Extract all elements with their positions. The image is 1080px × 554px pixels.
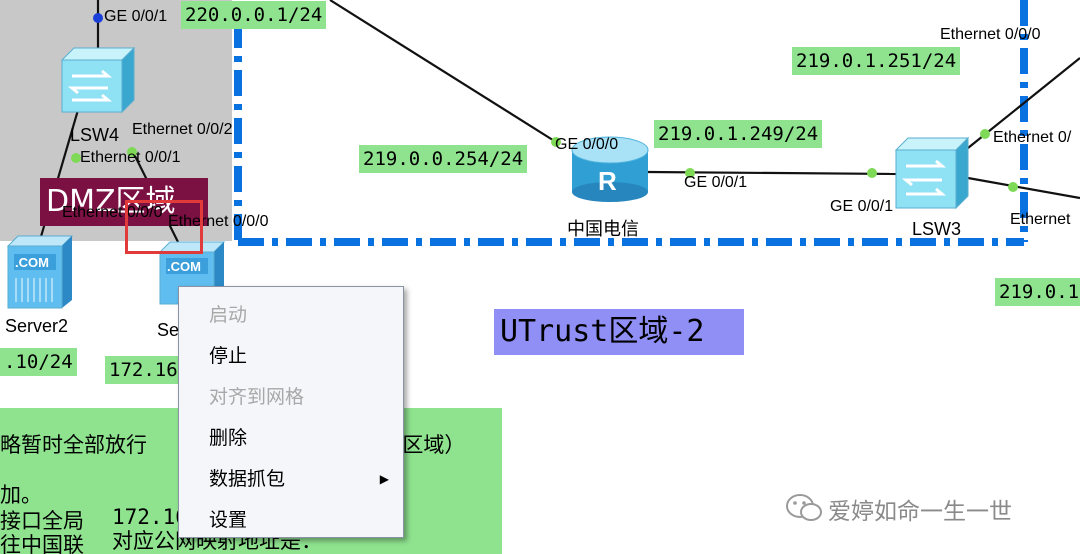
server-icon-label: .COM [15,255,49,270]
server-icon-server2: .COM [6,235,74,309]
svg-text:R: R [598,166,617,196]
ip-label[interactable]: 219.0.1.251/24 [792,47,961,75]
switch-icon-lsw4 [60,46,136,114]
interface-label: Ethernet 0/0/0 [940,26,1041,43]
interface-label: Ethernet 0/ [993,129,1072,146]
utrust-zone-border [234,0,1028,246]
port-dot [93,13,103,23]
menu-item-start[interactable]: 启动 [209,304,248,326]
ip-label[interactable]: .10/24 [0,348,77,376]
note-line: 接口全局 [0,509,84,533]
link-lsw3-right [967,176,1080,200]
utrust-zone-label[interactable]: UTrust区域-2 [494,309,744,355]
interface-label: Ethernet 0/0/0 [62,204,163,221]
menu-item-align-to-grid[interactable]: 对齐到网格 [209,386,305,408]
port-dot [551,137,561,147]
device-label-router: 中国电信 [567,219,639,239]
port-dot [1008,182,1018,192]
menu-item-stop[interactable]: 停止 [209,345,248,367]
server-icon-label: .COM [167,259,201,274]
interface-label: GE 0/0/1 [684,174,748,191]
note-line: 加。 [0,483,42,507]
menu-item-delete[interactable]: 删除 [209,427,248,449]
interface-label: Ethernet [1010,211,1071,228]
ip-label[interactable]: 172.16 [105,356,182,384]
context-menu: 启动 停止 对齐到网格 删除 数据抓包 ▶ 设置 [178,286,404,538]
interface-label: Ethernet 0/0/0 [168,213,269,230]
highlight-box [125,200,203,254]
note-line: 172.16 [112,505,188,529]
port-dot [867,168,877,178]
wechat-icon [786,494,822,521]
note-line: 略暂时全部放行 [0,433,147,457]
device-label-lsw3: LSW3 [912,219,962,239]
watermark-text: 爱婷如命一生一世 [828,499,1012,525]
port-dot [685,168,695,178]
interface-label: Ethernet 0/0/1 [80,149,181,166]
interface-label: GE 0/0/1 [104,8,168,25]
submenu-arrow-icon: ▶ [379,472,389,486]
port-dot [980,129,990,139]
menu-item-settings[interactable]: 设置 [209,509,248,531]
switch-icon-lsw3 [894,136,970,210]
port-dot [127,147,137,157]
port-dot [71,153,81,163]
menu-item-capture-label: 数据抓包 [209,468,286,490]
interface-label: GE 0/0/0 [555,136,619,153]
router-icon: R [571,136,649,202]
ip-label[interactable]: 220.0.0.1/24 [181,1,327,29]
menu-item-capture[interactable]: 数据抓包 ▶ [179,459,403,499]
device-label-server2: Server2 [5,316,69,336]
ip-label[interactable]: 219.0.1.249/24 [654,120,823,148]
watermark: 爱婷如命一生一世 [784,490,1054,525]
ip-label[interactable]: 219.0.1 [995,278,1080,306]
ip-label[interactable]: 219.0.0.254/24 [359,145,528,173]
note-line: 往中国联 [0,533,84,554]
device-label-server1: Se [157,320,180,340]
device-label-lsw4: LSW4 [70,125,120,145]
link-internet-router [329,0,557,143]
interface-label: Ethernet 0/0/2 [132,121,233,138]
interface-label: GE 0/0/1 [830,198,894,215]
